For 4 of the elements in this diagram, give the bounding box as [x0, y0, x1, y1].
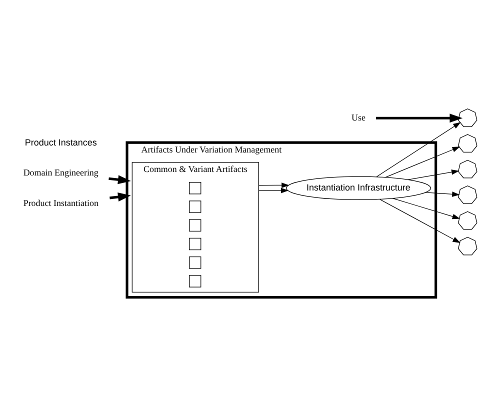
node-text: Domain Engineering — [22, 167, 98, 178]
node-text: Product Instantiation — [22, 197, 98, 208]
node-text: Use — [350, 112, 365, 122]
label: Product Instances — [24, 137, 96, 148]
